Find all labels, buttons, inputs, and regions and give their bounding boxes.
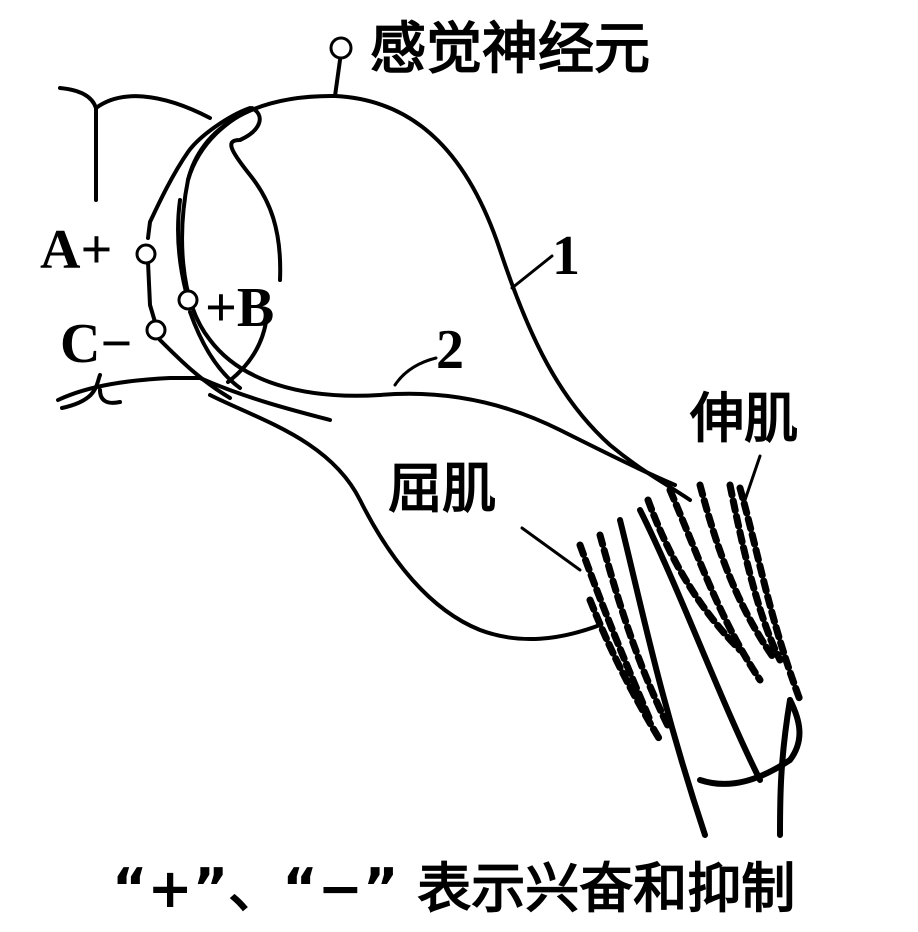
synapse-b [177,289,199,311]
flexor-label: 屈肌 [388,457,496,520]
sensory-neuron-cell-body [329,36,353,60]
label-c-minus: C− [60,313,133,375]
pointer-lines [393,254,762,572]
label-a-plus: A+ [40,219,113,281]
interneuron-lines [146,106,268,400]
sensory-neuron-label: 感觉神经元 [370,17,650,82]
spinal-cord-outline [56,86,212,410]
caption: “+”、“−” 表示兴奋和抑制 [112,857,796,920]
motor-neuron-fiber [198,376,602,642]
sensory-neuron-fiber [180,58,692,502]
synapse-c [145,319,167,341]
synapse-a [135,243,157,265]
extensor-label: 伸肌 [690,387,798,450]
bone-outline [617,507,803,838]
label-2: 2 [436,319,464,381]
label-b-plus: +B [205,277,275,339]
flexor-muscle [576,531,674,744]
extensor-muscle [644,481,804,704]
label-1: 1 [552,225,580,287]
